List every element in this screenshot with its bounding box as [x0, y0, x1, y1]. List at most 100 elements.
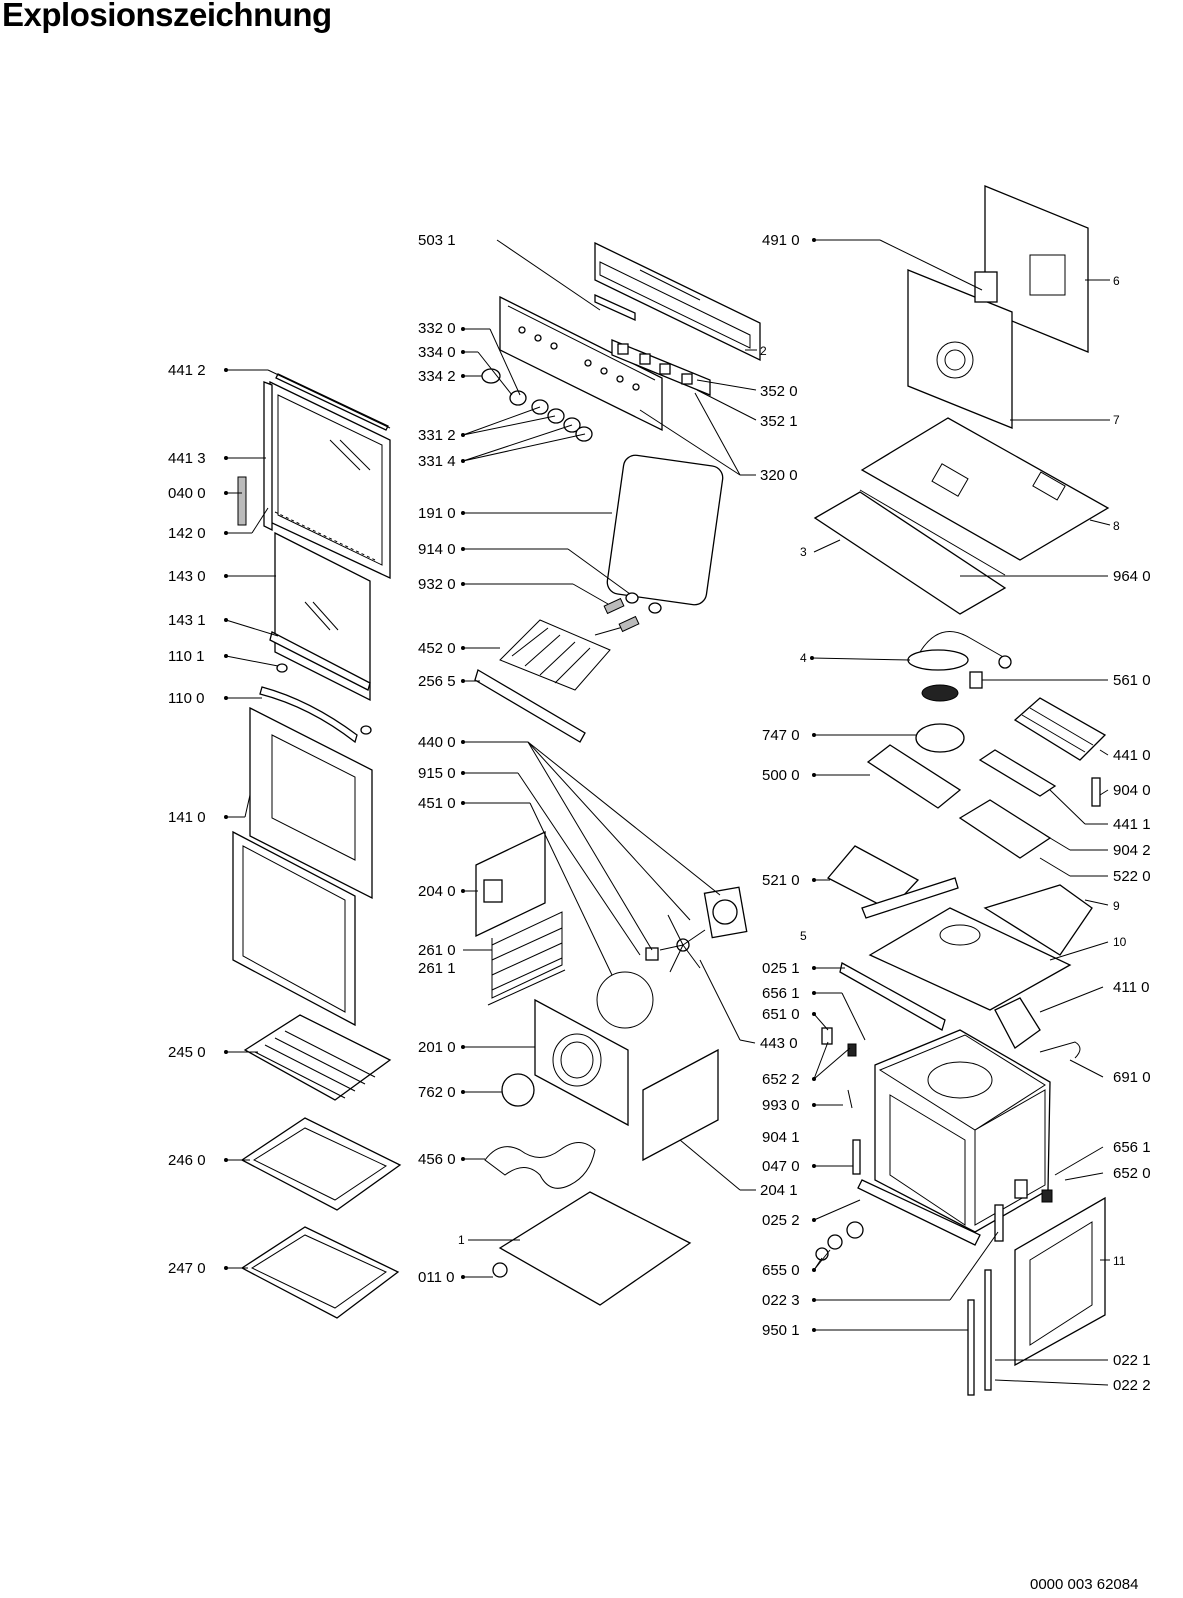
label-1: 1: [458, 1233, 465, 1247]
label-204-0: 204 0: [418, 883, 456, 900]
label-6: 6: [1113, 274, 1120, 288]
nut: [648, 602, 662, 614]
grill-deflector: [474, 669, 586, 743]
cover-plates: [861, 877, 1093, 1011]
anchor-dots: [224, 238, 816, 1332]
label-11: 11: [1113, 1254, 1126, 1268]
label-256-5: 256 5: [418, 673, 456, 690]
label-022-3: 022 3: [762, 1292, 800, 1309]
label-261-0: 261 0: [418, 942, 456, 959]
fan-motor: [703, 886, 748, 939]
label-022-2: 022 2: [1113, 1377, 1151, 1394]
label-411-0: 411 0: [1113, 979, 1149, 996]
door-clip: [276, 663, 288, 673]
label-334-2: 334 2: [418, 368, 456, 385]
bottom-heating-element: [484, 1142, 596, 1189]
label-950-1: 950 1: [762, 1322, 800, 1339]
front-frame: [1014, 1196, 1106, 1367]
bracket: [839, 962, 946, 1031]
control-knobs: [481, 368, 593, 442]
oven-door-seal: [606, 454, 724, 606]
bottom-panel: [498, 1191, 692, 1306]
label-331-2: 331 2: [418, 427, 456, 444]
relay-housing: [958, 799, 1052, 859]
control-panel-frame: [594, 241, 761, 362]
side-profile: [984, 1269, 992, 1391]
baking-tray-flat: [240, 1226, 400, 1319]
wire-shelf: [243, 1014, 392, 1101]
label-110-0: 110 0: [168, 690, 204, 707]
fan-cover: [534, 998, 629, 1127]
label-440-0: 440 0: [418, 734, 456, 751]
electronic-housing: [866, 744, 962, 809]
label-993-0: 993 0: [762, 1097, 800, 1114]
label-904-0: 904 0: [1113, 782, 1151, 799]
terminal-screw: [603, 597, 625, 615]
sensor-cable: [1039, 1041, 1081, 1059]
back-wall: [907, 185, 1089, 429]
thermostat-housing: [994, 997, 1041, 1049]
outer-door-panel: [232, 706, 373, 1027]
label-441-0: 441 0: [1113, 747, 1151, 764]
label-334-0: 334 0: [418, 344, 456, 361]
label-352-1: 352 1: [760, 413, 798, 430]
label-110-1: 110 1: [168, 648, 204, 665]
foot: [492, 1262, 508, 1278]
lamp-socket: [815, 1221, 864, 1261]
label-047-0: 047 0: [762, 1158, 800, 1175]
document-number: 0000 003 62084: [1030, 1576, 1139, 1593]
label-441-1: 441 1: [1113, 816, 1151, 833]
label-443-0: 443 0: [760, 1035, 798, 1052]
nut: [625, 592, 639, 604]
door-hinge-part: [237, 476, 247, 526]
side-lamp-cover: [1041, 1189, 1053, 1203]
label-040-0: 040 0: [168, 485, 206, 502]
rear-panel: [475, 830, 546, 938]
label-656-1-bottom: 656 1: [1113, 1139, 1151, 1156]
label-503-1: 503 1: [418, 232, 456, 249]
label-320-0: 320 0: [760, 467, 798, 484]
baking-tray-deep: [240, 1117, 402, 1211]
fan-housing: [915, 723, 965, 753]
label-8: 8: [1113, 519, 1120, 533]
lamp-holder: [821, 1027, 833, 1045]
label-5: 5: [800, 929, 807, 943]
label-451-0: 451 0: [418, 795, 456, 812]
door-clip: [360, 725, 372, 735]
grill-element: [499, 619, 631, 691]
label-561-0: 561 0: [1113, 672, 1151, 689]
label-655-0: 655 0: [762, 1262, 800, 1279]
label-332-0: 332 0: [418, 320, 456, 337]
label-246-0: 246 0: [168, 1152, 206, 1169]
label-456-0: 456 0: [418, 1151, 456, 1168]
label-011-0: 011 0: [418, 1269, 454, 1286]
fan-blade: [659, 914, 706, 973]
label-025-2: 025 2: [762, 1212, 800, 1229]
part-labels: 503 1 332 0 334 0 334 2 441 2 441 3 040 …: [168, 232, 1151, 1394]
label-2: 2: [760, 344, 767, 358]
label-143-1: 143 1: [168, 612, 206, 629]
label-500-0: 500 0: [762, 767, 800, 784]
label-964-0: 964 0: [1113, 568, 1151, 585]
label-441-2: 441 2: [168, 362, 206, 379]
door-glass-pane: [274, 531, 371, 702]
cooling-duct: [907, 631, 1012, 702]
lamp-cover: [847, 1043, 857, 1057]
label-022-1: 022 1: [1113, 1352, 1151, 1369]
label-247-0: 247 0: [168, 1260, 206, 1277]
tangential-fan: [1013, 697, 1107, 761]
door-profile: [259, 686, 358, 744]
label-245-0: 245 0: [168, 1044, 206, 1061]
electronic-modules: [611, 339, 711, 396]
door-inner-frame: [263, 373, 391, 580]
label-656-1-top: 656 1: [762, 985, 800, 1002]
label-204-1: 204 1: [760, 1182, 798, 1199]
label-452-0: 452 0: [418, 640, 456, 657]
label-491-0: 491 0: [762, 232, 800, 249]
label-932-0: 932 0: [418, 576, 456, 593]
label-651-0: 651 0: [762, 1006, 800, 1023]
side-shield: [642, 1048, 719, 1162]
label-914-0: 914 0: [418, 541, 456, 558]
side-lamp-frame: [1014, 1179, 1028, 1199]
label-652-0: 652 0: [1113, 1165, 1151, 1182]
